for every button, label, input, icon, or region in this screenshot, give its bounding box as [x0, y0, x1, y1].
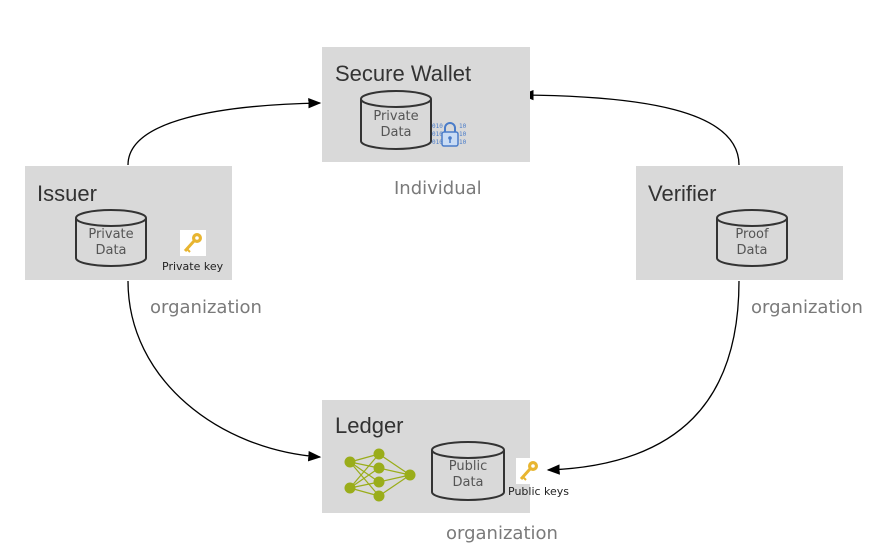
database-icon: [360, 90, 432, 150]
issuer-db-line1: Private: [88, 227, 134, 242]
verifier-caption: organization: [751, 297, 863, 318]
neural-network-icon: [344, 448, 416, 502]
issuer-database: Private Data: [74, 208, 148, 268]
key-icon: [180, 230, 206, 256]
wallet-database: Private Data: [359, 89, 433, 151]
svg-text:10: 10: [459, 131, 467, 138]
svg-text:010: 010: [432, 123, 443, 130]
issuer-db-line2: Data: [95, 243, 127, 258]
ledger-key-label: Public keys: [508, 485, 570, 498]
issuer-caption: organization: [150, 297, 262, 318]
arrow-issuer-to-ledger: [127, 280, 322, 462]
verifier-db-line2: Data: [736, 243, 768, 258]
key-icon: [516, 458, 542, 484]
wallet-title: Secure Wallet: [335, 61, 472, 86]
verifier-box: Verifier Proof Data: [636, 166, 843, 280]
wallet-caption: Individual: [394, 178, 482, 199]
svg-text:010: 010: [432, 139, 443, 146]
wallet-db-line1: Private: [373, 109, 419, 124]
encrypted-lock-icon: 010 010 010 10 10 10: [432, 122, 467, 147]
verifier-database: Proof Data: [715, 208, 789, 268]
issuer-box: Issuer Private Data Private key: [25, 166, 232, 280]
ledger-database: Public Data: [430, 440, 506, 502]
database-icon: [431, 441, 505, 501]
svg-text:010: 010: [432, 131, 443, 138]
arrow-verifier-to-ledger: [546, 280, 740, 475]
arrow-issuer-to-wallet: [127, 98, 322, 166]
wallet-box: Secure Wallet Private Data 010 010 010 1…: [322, 47, 530, 162]
database-icon: [716, 209, 788, 267]
ledger-title: Ledger: [335, 413, 404, 438]
ledger-box: Ledger Public Data: [322, 400, 530, 513]
svg-text:10: 10: [459, 139, 467, 146]
svg-text:10: 10: [459, 123, 467, 130]
wallet-db-line2: Data: [380, 125, 412, 140]
issuer-key-label: Private key: [162, 260, 224, 273]
database-icon: [75, 209, 147, 267]
ledger-db-line2: Data: [452, 475, 484, 490]
ledger-caption: organization: [446, 523, 558, 544]
issuer-title: Issuer: [37, 181, 97, 206]
arrow-verifier-to-wallet: [520, 89, 740, 166]
ledger-db-line1: Public: [448, 459, 488, 474]
verifier-title: Verifier: [648, 181, 717, 206]
verifier-db-line1: Proof: [735, 227, 769, 242]
